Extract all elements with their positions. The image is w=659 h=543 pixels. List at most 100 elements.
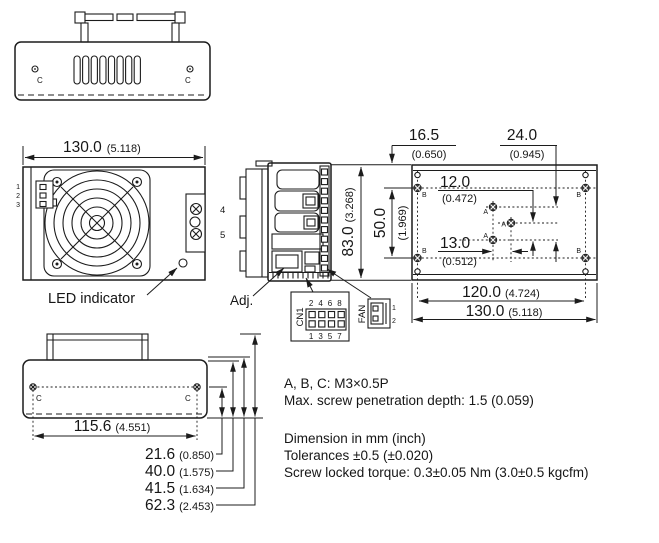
dim-text: 83.0(3.268) [340, 187, 357, 256]
terminal-label: 5 [220, 230, 225, 241]
chassis-outline-rear [22, 359, 208, 419]
note-line: Screw locked torque: 0.3±0.05 Nm (3.0±0.… [284, 465, 588, 480]
hole-label-a: A [501, 222, 506, 229]
led-indicator [178, 258, 188, 268]
internal-components [269, 165, 331, 279]
vent-slots [73, 55, 141, 85]
screw-hole-b [413, 183, 422, 193]
dim-text: 62.3(2.453) [145, 497, 214, 514]
pin-label: 1 [16, 184, 20, 191]
fan-pin-label: 1 [392, 305, 396, 312]
dimension-width-130: 130.0(5.118) [22, 139, 206, 165]
screw-label-c: C [36, 394, 42, 403]
dimension-12-0: 12.0 (0.472) [438, 174, 536, 256]
fan-pin-label: 2 [392, 318, 396, 325]
cn1-pins-top: 2 4 6 8 [309, 299, 343, 308]
hole-label-b: B [422, 192, 427, 199]
screw-hole-a [488, 202, 498, 212]
dimension-span-50: 50.0 (1.969) [372, 187, 413, 259]
screw-label-c: C [185, 76, 191, 85]
fan-connector: FAN 1 2 [357, 298, 396, 329]
screw-hole-b [581, 183, 590, 193]
fan-screw [131, 258, 143, 270]
svg-text:24.0: 24.0 [507, 127, 538, 144]
hole-label-b: B [576, 248, 581, 255]
fan-stack-side [239, 160, 273, 278]
svg-text:12.0: 12.0 [440, 174, 471, 191]
hole-label-a: A [483, 209, 488, 216]
fan-label: FAN [357, 305, 368, 324]
cn1-pins-bottom: 1 3 5 7 [309, 332, 343, 341]
dimension-130: 130.0(5.118) [411, 283, 598, 323]
terminal-label: 4 [220, 205, 225, 216]
led-leader-line [146, 267, 178, 296]
cn1-leader-line [305, 277, 314, 293]
terminal-strip [185, 193, 206, 253]
dim-text: 130.0(5.118) [466, 303, 543, 320]
front-view: 130.0(5.118) 1 2 [16, 139, 225, 307]
corner-hole [582, 171, 589, 179]
cn1-connector: CN1 2 4 6 8 1 3 5 7 [290, 291, 350, 342]
svg-text:(0.945): (0.945) [510, 149, 545, 161]
hole-label-b: B [576, 192, 581, 199]
screw-hole-c [31, 65, 39, 73]
top-view: C C [14, 11, 211, 101]
corner-hole [414, 268, 421, 275]
screw-label-c: C [185, 394, 191, 403]
note-line: Max. screw penetration depth: 1.5 (0.059… [284, 393, 534, 408]
dim-text: 41.5(1.634) [145, 480, 214, 497]
note-line: A, B, C: M3×0.5P [284, 376, 389, 391]
dim-text: (1.969) [397, 206, 409, 241]
svg-text:(0.512): (0.512) [442, 256, 477, 268]
rear-view: C C 115.6(4.551) 21.6(0.850) 40.0(1.575)… [22, 333, 263, 514]
hole-label-b: B [422, 248, 427, 255]
adj-leader-line [252, 267, 285, 297]
notes: A, B, C: M3×0.5P Max. screw penetration … [284, 376, 588, 480]
dimension-120: 120.0(4.724) [417, 274, 586, 304]
dim-text: 120.0(4.724) [462, 284, 540, 301]
screw-hole-b [581, 253, 590, 263]
fan-screw [51, 258, 63, 270]
fan-leader-line [326, 268, 372, 299]
fan-duct [46, 333, 149, 361]
corner-hole [582, 268, 589, 275]
hole-label-a: A [483, 233, 488, 240]
fan-screw [51, 176, 63, 188]
dim-text: 21.6(0.850) [145, 446, 214, 463]
screw-hole-c [29, 383, 37, 391]
dimension-115-6: 115.6(4.551) [34, 418, 196, 439]
fan-grille [43, 169, 151, 277]
screw-hole-c [186, 65, 194, 73]
stacked-dimensions: 21.6(0.850) 40.0(1.575) 41.5(1.634) 62.3… [145, 333, 263, 514]
pin-label: 3 [16, 202, 20, 209]
svg-text:(0.650): (0.650) [412, 149, 447, 161]
dim-text: 130.0(5.118) [63, 139, 141, 156]
side-view: Adj. CN1 2 4 6 8 1 3 5 7 FAN 1 2 [230, 160, 396, 342]
note-line: Tolerances ±0.5 (±0.020) [284, 448, 433, 463]
mounting-plate [411, 164, 598, 281]
dimension-24-0: 24.0 (0.945) [500, 127, 559, 262]
corner-hole [414, 171, 421, 179]
dim-text: 115.6(4.551) [74, 418, 151, 435]
signal-connector [35, 180, 58, 209]
svg-text:13.0: 13.0 [440, 235, 471, 252]
chassis-outline-top [14, 41, 211, 101]
screw-hole-a [506, 218, 516, 228]
dimension-height-83: 83.0(3.268) [331, 164, 411, 281]
adj-label: Adj. [230, 293, 253, 308]
dimension-13-0: 13.0 (0.512) [438, 235, 528, 268]
bottom-view: 16.5 (0.650) 24.0 (0.945) [389, 127, 598, 323]
note-line: Dimension in mm (inch) [284, 431, 426, 446]
svg-text:16.5: 16.5 [409, 127, 439, 144]
fan-screw [131, 176, 143, 188]
dim-text: 50.0 [372, 208, 389, 239]
led-label: LED indicator [48, 291, 135, 307]
fan-bracket-top [74, 11, 186, 43]
screw-label-c: C [37, 76, 43, 85]
screw-hole-c [193, 383, 201, 391]
pin-label: 2 [16, 193, 20, 200]
dimension-16-5: 16.5 (0.650) [389, 127, 456, 164]
cn1-label: CN1 [295, 307, 306, 326]
